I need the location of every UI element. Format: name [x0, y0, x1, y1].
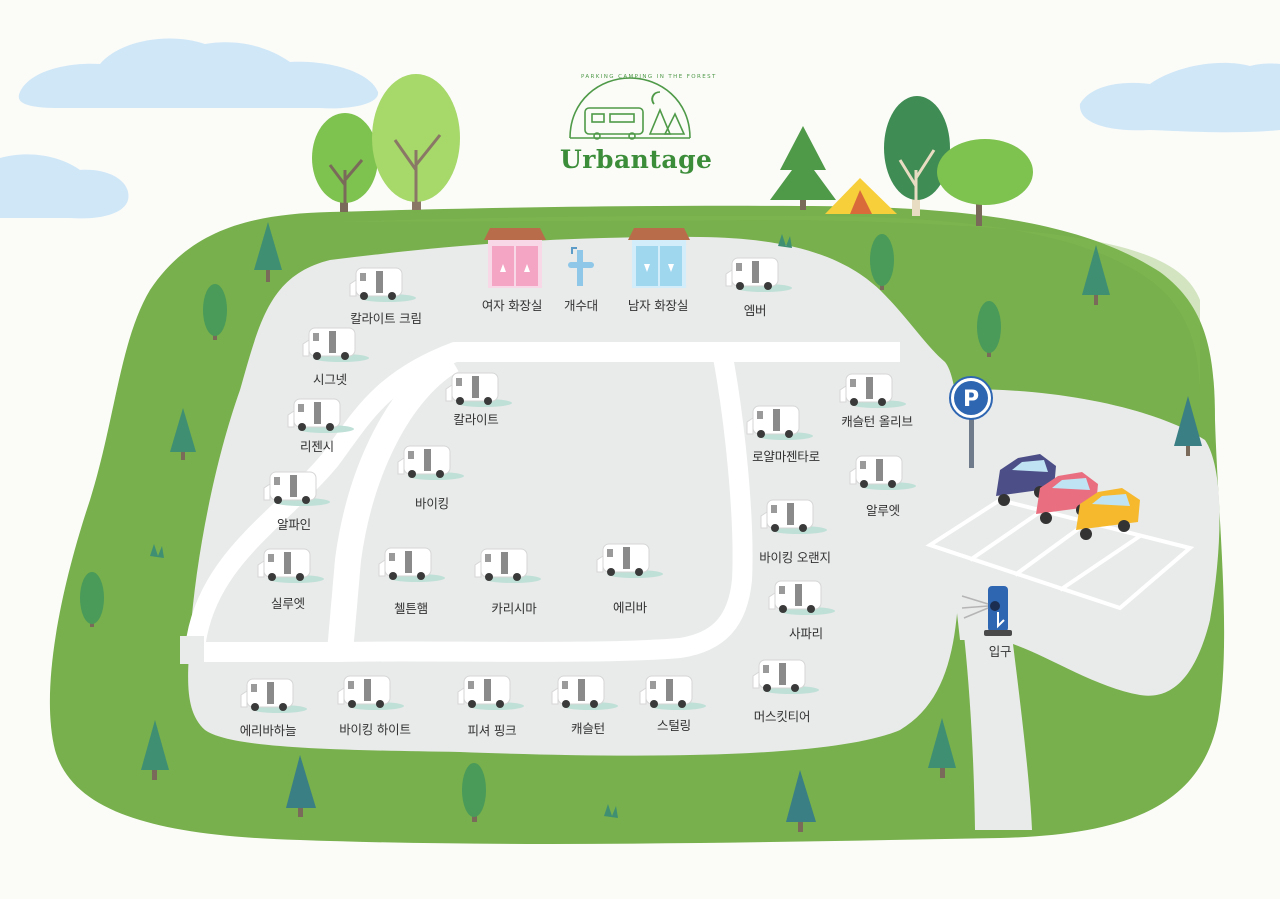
entrance-road [960, 600, 1032, 830]
camper-van-icon [760, 499, 827, 534]
men-restroom-label: 남자 화장실 [627, 298, 689, 313]
camper-van-icon [445, 372, 512, 407]
cloud [0, 154, 129, 219]
camper-van-icon [302, 327, 369, 362]
pine-tree [928, 718, 956, 778]
camper-label: 바이킹 하이트 [339, 722, 411, 737]
camper-label: 칼라이트 [453, 412, 499, 427]
pine-tree [203, 284, 227, 340]
tree [312, 113, 378, 212]
camper-label: 바이킹 [415, 496, 449, 511]
camper-label: 첼튼햄 [394, 601, 428, 616]
pine-tree [1174, 396, 1202, 456]
pine-tree [786, 770, 816, 832]
pine-tree [462, 763, 486, 822]
cloud [1079, 62, 1280, 133]
camper-label: 엠버 [743, 303, 767, 318]
grass-tuft-icon [150, 234, 792, 818]
camper-van-icon [457, 675, 524, 710]
car-navy [996, 454, 1056, 506]
parking-sign: P [949, 376, 993, 468]
camper-label: 로얄마젠타로 [752, 449, 820, 464]
entrance-gate [961, 586, 1012, 636]
camper-van-icon [337, 675, 404, 710]
car-yellow [1076, 488, 1140, 540]
tent-icon [825, 178, 897, 214]
pine-tree [770, 126, 836, 210]
camper-label: 스털링 [657, 718, 691, 733]
inner-divider [327, 348, 459, 654]
camper-label: 바이킹 오랜지 [759, 550, 831, 565]
camper-van-icon [474, 548, 541, 583]
sink-label: 개수대 [564, 298, 598, 313]
camper-label: 캐슬턴 올리브 [841, 414, 913, 429]
sink-icon [568, 247, 594, 286]
camper-label: 알파인 [277, 517, 311, 532]
camper-label: 카리시마 [491, 601, 537, 616]
camper-van-icon [551, 675, 618, 710]
camper-van-icon [240, 678, 307, 713]
camper-layer [240, 257, 916, 713]
camper-label: 리젠시 [300, 439, 334, 454]
camper-van-icon [257, 548, 324, 583]
women-restroom-building [484, 228, 546, 288]
brand-tagline: PARKING CAMPING IN THE FOREST [581, 74, 717, 80]
camper-van-icon [725, 257, 792, 292]
camper-van-icon [839, 373, 906, 408]
camper-van-icon [768, 580, 835, 615]
camper-van-icon [397, 445, 464, 480]
tree [372, 74, 460, 210]
parking-sign-letter: P [963, 387, 979, 412]
brand-logo [569, 77, 691, 140]
tree [937, 139, 1033, 226]
pine-tree [80, 572, 104, 627]
camper-van-icon [752, 659, 819, 694]
pine-tree [1082, 245, 1110, 305]
inner-island [185, 342, 753, 662]
camper-van-icon [349, 267, 416, 302]
camper-van-icon [746, 405, 813, 440]
camper-label: 알루엣 [866, 503, 900, 518]
camper-label: 캐슬턴 [571, 721, 605, 736]
pine-tree [870, 234, 894, 290]
camper-label: 실루엣 [271, 596, 305, 611]
parking-stalls [925, 497, 1195, 611]
men-restroom-building [628, 228, 690, 288]
tree [884, 96, 950, 216]
camper-van-icon [849, 455, 916, 490]
pine-tree [254, 222, 282, 282]
pine-tree [141, 720, 169, 780]
pine-tree [977, 301, 1001, 357]
camper-label: 에리바하늘 [239, 723, 297, 738]
women-restroom-label: 여자 화장실 [481, 298, 543, 313]
camper-label: 시그넷 [313, 372, 347, 387]
brand-name: Urbantage [560, 145, 713, 174]
pine-tree [286, 755, 316, 817]
camper-van-icon [639, 675, 706, 710]
camper-van-icon [263, 471, 330, 506]
camper-label: 피셔 핑크 [467, 723, 517, 738]
camper-label: 머스킷티어 [753, 709, 811, 724]
road-fill [180, 636, 204, 664]
camper-van-icon [596, 543, 663, 578]
cloud [18, 38, 379, 109]
camper-label: 에리바 [613, 600, 647, 615]
pine-tree [170, 408, 196, 460]
camper-label: 칼라이트 크림 [350, 311, 422, 326]
camper-van-icon [287, 398, 354, 433]
entrance-label: 입구 [988, 644, 1012, 659]
camper-label: 사파리 [789, 626, 823, 641]
camper-van-icon [378, 547, 445, 582]
